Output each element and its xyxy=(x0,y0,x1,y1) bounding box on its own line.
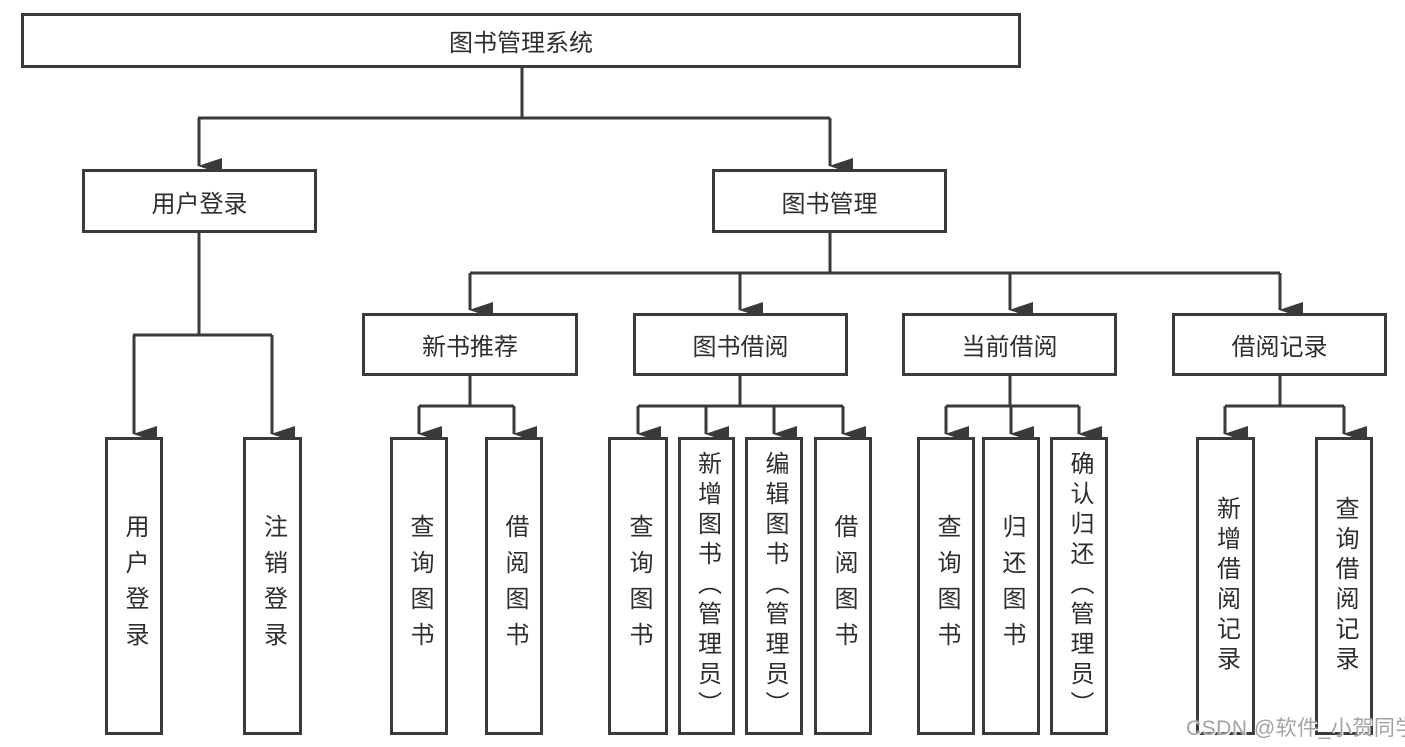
node-label: 查询图书 xyxy=(933,514,960,658)
node-label: 用户登录 xyxy=(121,514,148,658)
node-borrow-books: 借阅图书 xyxy=(814,437,872,735)
node-add-borrow-record: 新增借阅记录 xyxy=(1196,437,1255,735)
node-borrow-books-recommend: 借阅图书 xyxy=(485,437,543,735)
node-label: 新增图书（管理员） xyxy=(693,451,721,721)
csdn-watermark: CSDN @软件_小贺同学 xyxy=(1186,717,1405,740)
node-user-login-group: 用户登录 xyxy=(82,169,317,233)
node-user-login: 用户登录 xyxy=(105,437,163,735)
node-query-books-borrowing: 查询图书 xyxy=(608,437,668,735)
node-label: 借阅图书 xyxy=(501,514,528,658)
node-return-books: 归还图书 xyxy=(982,437,1040,735)
node-label: 查询借阅记录 xyxy=(1331,496,1358,676)
node-label: 借阅记录 xyxy=(1231,334,1328,361)
node-borrow-records: 借阅记录 xyxy=(1172,313,1387,376)
node-label: 图书借阅 xyxy=(692,334,789,361)
node-library-management-system: 图书管理系统 xyxy=(21,13,1021,68)
node-label: 归还图书 xyxy=(998,514,1025,658)
node-label: 借阅图书 xyxy=(830,514,857,658)
node-label: 查询图书 xyxy=(406,514,433,658)
node-label: 当前借阅 xyxy=(961,334,1058,361)
node-add-books-admin: 新增图书（管理员） xyxy=(678,437,735,735)
node-new-book-recommendation: 新书推荐 xyxy=(362,313,578,376)
node-query-books-current: 查询图书 xyxy=(917,437,975,735)
node-label: 新增借阅记录 xyxy=(1212,496,1240,676)
node-logout: 注销登录 xyxy=(243,437,302,735)
node-label: 新书推荐 xyxy=(422,334,518,361)
node-book-management: 图书管理 xyxy=(712,169,947,233)
node-query-borrow-record: 查询借阅记录 xyxy=(1315,437,1373,735)
node-query-books-recommend: 查询图书 xyxy=(390,437,448,735)
node-label: 注销登录 xyxy=(259,514,287,658)
node-current-borrowing: 当前借阅 xyxy=(902,313,1117,376)
node-label: 图书管理系统 xyxy=(449,30,593,57)
node-label: 确认归还（管理员） xyxy=(1066,451,1093,721)
node-confirm-return-admin: 确认归还（管理员） xyxy=(1050,437,1108,735)
node-label: 图书管理 xyxy=(781,190,878,218)
node-book-borrowing: 图书借阅 xyxy=(633,313,848,376)
node-edit-books-admin: 编辑图书（管理员） xyxy=(745,437,803,735)
node-label: 编辑图书（管理员） xyxy=(761,451,788,721)
node-label: 查询图书 xyxy=(625,514,652,658)
node-label: 用户登录 xyxy=(151,190,248,218)
